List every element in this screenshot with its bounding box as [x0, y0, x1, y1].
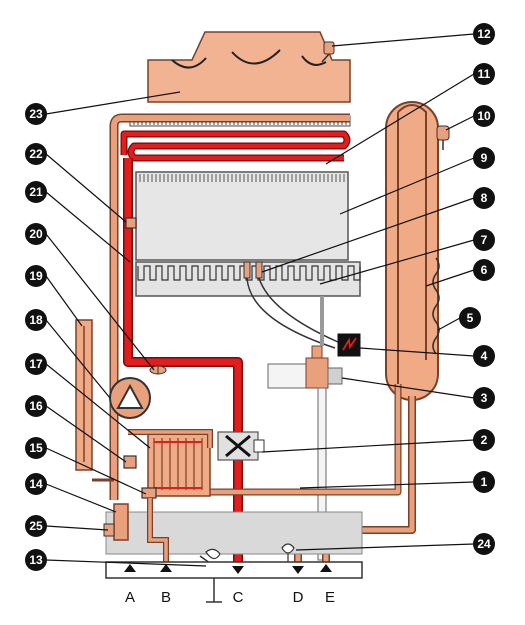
callout-11: 11: [473, 63, 495, 85]
callout-10: 10: [473, 105, 495, 127]
callout-number: 23: [29, 107, 43, 121]
callout-7: 7: [473, 229, 495, 251]
flue-hood-vane: [171, 57, 207, 69]
base-plate: [105, 511, 363, 555]
pressure-switch: [123, 455, 137, 469]
callout-16: 16: [25, 395, 47, 417]
safety-valve: [113, 503, 129, 541]
callout-number: 16: [29, 399, 43, 413]
chamber-fin-lines: [139, 174, 345, 182]
callout-20: 20: [25, 223, 47, 245]
callout-3: 3: [473, 387, 495, 409]
callout-24: 24: [473, 533, 495, 555]
hot-coil-inner: [121, 131, 350, 161]
callout-number: 8: [481, 191, 488, 205]
gas-valve: [267, 345, 343, 389]
port-label-e: E: [325, 589, 335, 606]
callout-9: 9: [473, 147, 495, 169]
callout-23: 23: [25, 103, 47, 125]
callout-number: 15: [29, 441, 43, 455]
combustion-chamber: [135, 171, 349, 261]
port-label-d: D: [293, 589, 304, 606]
overheat-thermostat: [125, 217, 137, 229]
port-arrows: [124, 564, 332, 574]
plate-heat-exchanger: [147, 433, 211, 497]
port-label-b: B: [161, 589, 171, 606]
flue-hood-vane: [231, 49, 281, 65]
callout-19: 19: [25, 265, 47, 287]
expansion-vessel: [385, 101, 440, 401]
callout-number: 22: [29, 147, 43, 161]
callout-18: 18: [25, 309, 47, 331]
bypass-pipe-inner: [148, 498, 168, 566]
burner-teeth: [137, 265, 361, 281]
callout-6: 6: [473, 259, 495, 281]
callout-13: 13: [25, 549, 47, 571]
callout-8: 8: [473, 187, 495, 209]
callout-number: 25: [29, 519, 43, 533]
callout-5: 5: [459, 307, 481, 329]
callout-number: 19: [29, 269, 43, 283]
callout-number: 1: [481, 475, 488, 489]
callout-number: 5: [467, 311, 474, 325]
callout-4: 4: [473, 345, 495, 367]
callout-number: 18: [29, 313, 43, 327]
callout-number: 13: [29, 553, 43, 567]
return-pipe-right-inner: [210, 384, 401, 495]
cold-inlet-pipe-inner: [128, 430, 212, 448]
flue-hood-vane: [301, 55, 327, 66]
callout-2: 2: [473, 429, 495, 451]
callout-number: 17: [29, 357, 43, 371]
callout-number: 10: [477, 109, 491, 123]
callout-number: 4: [481, 349, 488, 363]
ignition-unit: [337, 333, 361, 357]
callout-15: 15: [25, 437, 47, 459]
callout-12: 12: [473, 23, 495, 45]
callout-14: 14: [25, 473, 47, 495]
callout-number: 11: [478, 67, 491, 81]
flue-sensor: [321, 41, 335, 63]
flue-hood: [147, 31, 351, 103]
callout-25: 25: [25, 515, 47, 537]
callout-1: 1: [473, 471, 495, 493]
diverter-valve: [217, 431, 265, 461]
flow-temperature-sensor: [149, 365, 167, 375]
callout-number: 14: [29, 477, 43, 491]
callout-number: 24: [477, 537, 491, 551]
callout-number: 20: [29, 227, 43, 241]
return-pipe-left-inner: [111, 115, 350, 500]
leader-lines: [45, 33, 475, 567]
callout-number: 6: [481, 263, 488, 277]
callout-number: 21: [29, 185, 43, 199]
callout-number: 12: [477, 27, 491, 41]
callout-17: 17: [25, 353, 47, 375]
callout-number: 9: [481, 151, 488, 165]
callout-21: 21: [25, 181, 47, 203]
callout-number: 2: [481, 433, 488, 447]
ignition-electrodes: [243, 261, 339, 349]
callout-number: 3: [481, 391, 488, 405]
combustion-chamber-fins: [139, 174, 345, 182]
callout-22: 22: [25, 143, 47, 165]
callout-number: 7: [481, 233, 488, 247]
port-label-a: A: [125, 589, 135, 606]
circulation-pump: [109, 377, 151, 419]
pressure-gauge: [75, 319, 114, 482]
port-label-c: C: [233, 589, 244, 606]
